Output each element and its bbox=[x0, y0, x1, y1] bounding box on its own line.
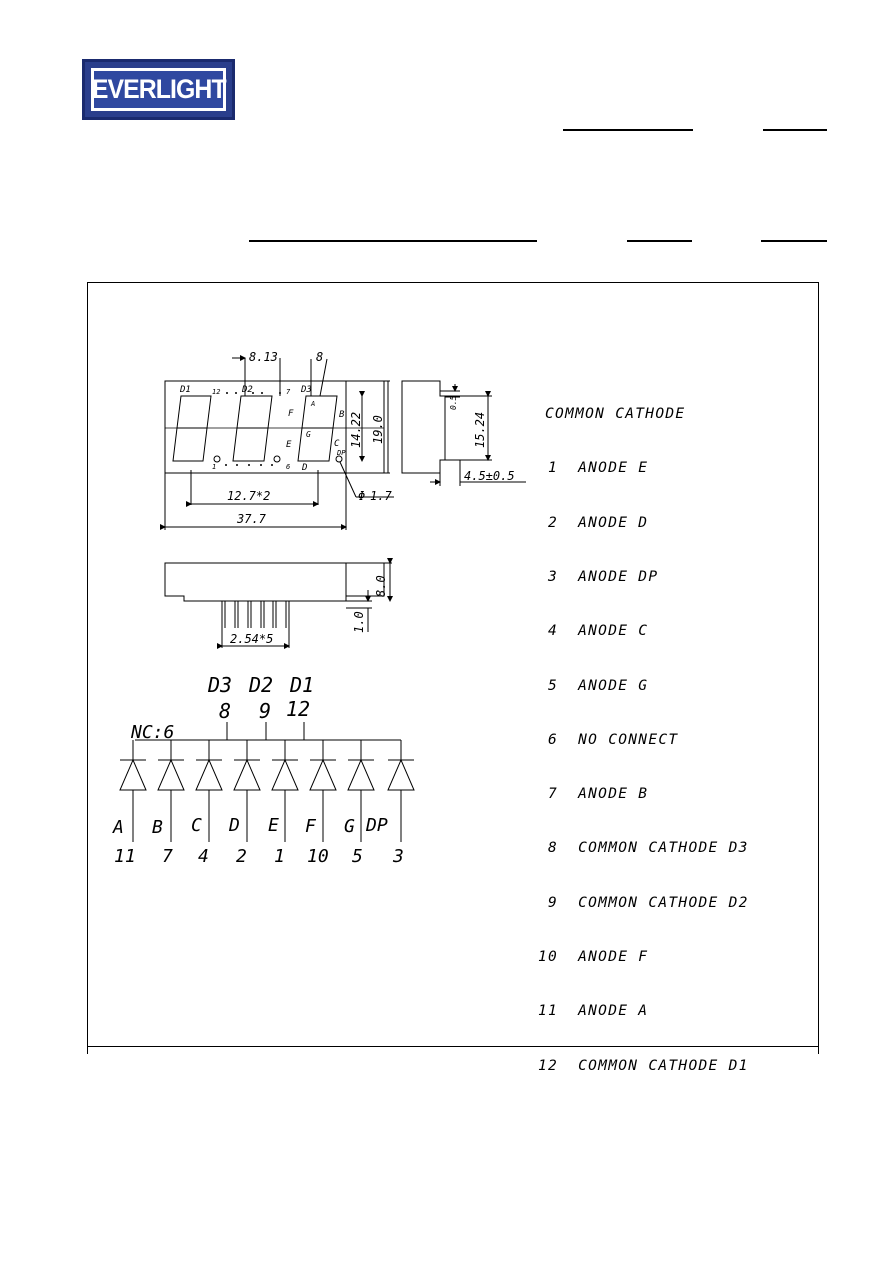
side-view-labels: 0.5 15.24 4.5±0.5 bbox=[449, 395, 515, 483]
pin-row: 7 ANODE B bbox=[538, 786, 649, 803]
seg-pin-b: 7 bbox=[162, 846, 173, 867]
seg-pin-dp: 3 bbox=[392, 846, 404, 867]
diode-a bbox=[119, 740, 147, 842]
label-d2: D2 bbox=[241, 385, 253, 395]
pin-row: 11 ANODE A bbox=[538, 1003, 649, 1020]
frame-footer bbox=[87, 1046, 819, 1054]
schem-pin-12: 12 bbox=[286, 697, 310, 721]
dim-body-height: 19.0 bbox=[371, 415, 385, 444]
diode-f bbox=[309, 740, 337, 842]
side-view bbox=[401, 380, 526, 486]
label-seg-d: D bbox=[301, 463, 307, 473]
header-line-5 bbox=[761, 240, 827, 242]
dim-pin-pitch: 2.54*5 bbox=[230, 632, 273, 646]
seg-pin-c: 4 bbox=[198, 846, 209, 867]
drawing-frame bbox=[87, 282, 819, 1047]
seg-label-dp: DP bbox=[365, 815, 388, 836]
bottom-view bbox=[164, 558, 393, 649]
header-line-3 bbox=[249, 240, 537, 242]
dim-pitch: 12.7*2 bbox=[227, 489, 270, 503]
pin-row: 10 ANODE F bbox=[538, 949, 649, 965]
dim-top-width: 8.13 bbox=[249, 350, 278, 364]
digit-2 bbox=[232, 395, 281, 463]
schem-pin-8: 8 bbox=[219, 699, 231, 723]
diode-c bbox=[195, 740, 223, 842]
logo-frame: EVERLIGHT bbox=[91, 68, 226, 111]
dim-digit-height: 14.22 bbox=[349, 412, 363, 448]
pin-row: 8 COMMON CATHODE D3 bbox=[538, 840, 749, 857]
seg-label-a: A bbox=[112, 817, 124, 838]
diode-b bbox=[157, 740, 185, 842]
header-line-1 bbox=[563, 129, 693, 131]
schem-pin-9: 9 bbox=[259, 699, 271, 723]
seg-label-c: C bbox=[191, 815, 202, 836]
label-seg-a: A bbox=[310, 400, 315, 408]
header-line-2 bbox=[763, 129, 827, 131]
dim-height: 8.0 bbox=[374, 575, 388, 597]
pin-row: 4 ANODE C bbox=[538, 623, 649, 640]
header-line-4 bbox=[627, 240, 692, 242]
diode-dp bbox=[387, 740, 415, 842]
pin-row: 6 NO CONNECT bbox=[538, 731, 679, 748]
schem-digit-d2: D2 bbox=[248, 673, 273, 697]
dim-pin-length: 1.0 bbox=[352, 611, 366, 633]
diode-g bbox=[347, 740, 375, 842]
label-seg-b: B bbox=[339, 410, 345, 420]
label-d1: D1 bbox=[179, 385, 191, 395]
schem-nc-label: NC:6 bbox=[130, 722, 174, 743]
seg-label-f: F bbox=[305, 816, 317, 837]
pin-row: 1 ANODE E bbox=[538, 460, 649, 477]
seg-pin-a: 11 bbox=[114, 846, 136, 867]
label-pin1: 1 bbox=[212, 463, 216, 471]
seg-label-d: D bbox=[228, 815, 240, 836]
dim-slant: 8 bbox=[316, 350, 323, 364]
front-view-labels: D1 12 D2 7 D3 A F B G E C DP D 1 6 8.13 … bbox=[179, 350, 392, 526]
diode-d bbox=[233, 740, 261, 842]
label-seg-f: F bbox=[288, 409, 294, 419]
dim-side-a: 0.5 bbox=[449, 395, 458, 410]
digit-1 bbox=[172, 395, 221, 463]
seg-label-b: B bbox=[152, 817, 163, 838]
schem-digit-d3: D3 bbox=[207, 673, 232, 697]
pin-row: 9 COMMON CATHODE D2 bbox=[538, 894, 749, 911]
label-pin6: 6 bbox=[286, 463, 290, 471]
seg-pin-g: 5 bbox=[352, 846, 363, 867]
label-d3: D3 bbox=[300, 385, 312, 395]
bottom-view-labels: 8.0 1.0 2.54*5 bbox=[230, 575, 388, 646]
label-pin7: 7 bbox=[286, 388, 291, 396]
pin-assignment-list: COMMON CATHODE 1 ANODE E 2 ANODE D 3 ANO… bbox=[538, 369, 749, 1093]
front-view bbox=[160, 355, 394, 530]
seg-label-e: E bbox=[268, 815, 279, 836]
pin-row: 5 ANODE G bbox=[538, 677, 649, 694]
pin-table-title: COMMON CATHODE bbox=[545, 406, 686, 423]
label-seg-c: C bbox=[334, 439, 340, 449]
seg-pin-d: 2 bbox=[236, 846, 247, 867]
pin-row: 12 COMMON CATHODE D1 bbox=[538, 1057, 749, 1074]
dim-side-width: 15.24 bbox=[473, 412, 487, 448]
logo-text: EVERLIGHT bbox=[91, 74, 227, 104]
seg-pin-e: 1 bbox=[274, 846, 285, 867]
seg-label-g: G bbox=[344, 816, 355, 837]
digit-3 bbox=[297, 395, 343, 463]
diode-e bbox=[271, 740, 299, 842]
label-seg-dp: DP bbox=[336, 449, 346, 457]
pin-row: 2 ANODE D bbox=[538, 514, 649, 531]
svg-text:Φ: Φ bbox=[358, 489, 365, 503]
dim-side-thickness: 4.5±0.5 bbox=[464, 469, 515, 483]
label-seg-g: G bbox=[306, 430, 311, 439]
dim-hole: 1.7 bbox=[370, 489, 392, 503]
label-seg-e: E bbox=[286, 440, 292, 450]
everlight-logo: EVERLIGHT bbox=[82, 59, 235, 120]
seg-pin-f: 10 bbox=[307, 846, 329, 867]
pin-row: 3 ANODE DP bbox=[538, 569, 659, 586]
schematic: D3 D2 D1 8 9 12 NC:6 bbox=[112, 673, 415, 867]
schem-digit-d1: D1 bbox=[289, 673, 314, 697]
dim-total-length: 37.7 bbox=[236, 512, 267, 526]
label-pin12: 12 bbox=[212, 388, 220, 396]
